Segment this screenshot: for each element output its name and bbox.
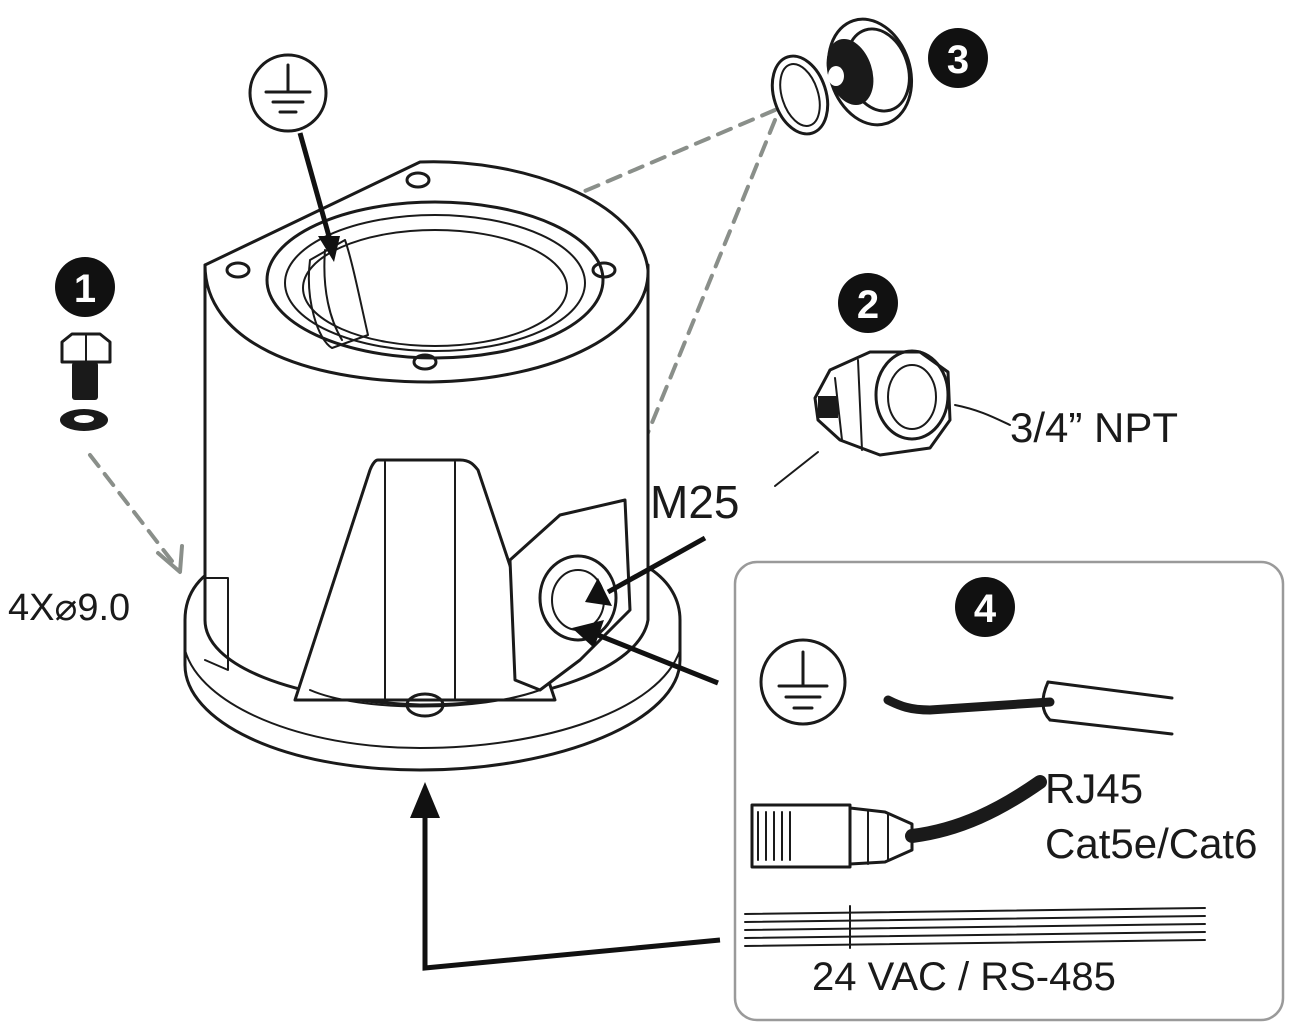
bottom-feed-arrow bbox=[410, 782, 721, 971]
leader-lines bbox=[774, 404, 1011, 487]
conduit-fitting-icon bbox=[813, 349, 952, 457]
washer-icon bbox=[60, 409, 108, 431]
ground-icon bbox=[759, 638, 847, 726]
badge-3: 3 bbox=[928, 28, 988, 88]
svg-text:4: 4 bbox=[974, 587, 997, 631]
hole-spec-label: 4X⌀9.0 bbox=[8, 587, 130, 629]
svg-text:2: 2 bbox=[857, 283, 879, 327]
power-data-cable bbox=[744, 905, 1206, 949]
plug-icon bbox=[826, 17, 914, 127]
o-ring-icon bbox=[770, 54, 830, 136]
badge-4: 4 bbox=[955, 577, 1015, 637]
ground-arrow bbox=[297, 132, 340, 262]
badge-1: 1 bbox=[55, 257, 115, 317]
badge-2: 2 bbox=[838, 273, 898, 333]
m25-label: M25 bbox=[650, 476, 739, 528]
power-data-label: 24 VAC / RS-485 bbox=[812, 955, 1116, 999]
m25-arrow bbox=[585, 535, 707, 606]
svg-text:1: 1 bbox=[74, 267, 96, 311]
bolt-icon bbox=[60, 332, 112, 400]
mount-housing bbox=[183, 160, 682, 772]
panel-to-port-arrow bbox=[572, 620, 719, 686]
ground-wire bbox=[883, 680, 1174, 736]
cable-panel bbox=[733, 560, 1285, 1022]
svg-text:3: 3 bbox=[947, 38, 969, 82]
ground-icon bbox=[248, 53, 328, 133]
cat-cable-label: Cat5e/Cat6 bbox=[1045, 820, 1257, 867]
rj45-connector-icon bbox=[750, 775, 1047, 869]
npt-label: 3/4” NPT bbox=[1010, 404, 1178, 451]
rj45-label: RJ45 bbox=[1045, 765, 1143, 812]
